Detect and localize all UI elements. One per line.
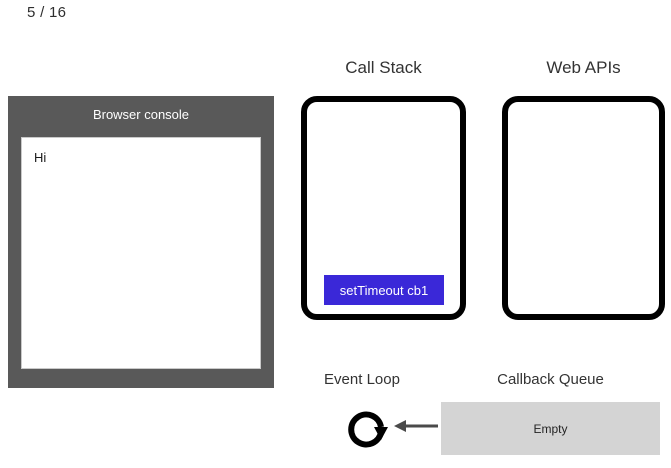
console-log-line: Hi — [34, 150, 47, 165]
call-stack-box: setTimeout cb1 — [301, 96, 466, 320]
callback-queue-heading: Callback Queue — [497, 371, 604, 388]
callback-queue-status: Empty — [533, 421, 568, 436]
event-loop-heading: Event Loop — [324, 371, 400, 388]
web-apis-box — [502, 96, 665, 320]
browser-console-title: Browser console — [92, 107, 190, 122]
web-apis-heading: Web APIs — [546, 58, 621, 77]
call-stack-frame: setTimeout cb1 — [324, 275, 444, 305]
arrow-left-icon — [394, 419, 438, 433]
browser-console-output: Hi — [21, 137, 261, 369]
call-stack-heading: Call Stack — [345, 58, 422, 77]
callback-queue-box: Empty — [441, 402, 660, 455]
browser-console-panel: Browser console Hi — [8, 96, 274, 388]
slide-counter: 5 / 16 — [27, 4, 67, 21]
circular-arrow-icon — [340, 401, 392, 453]
